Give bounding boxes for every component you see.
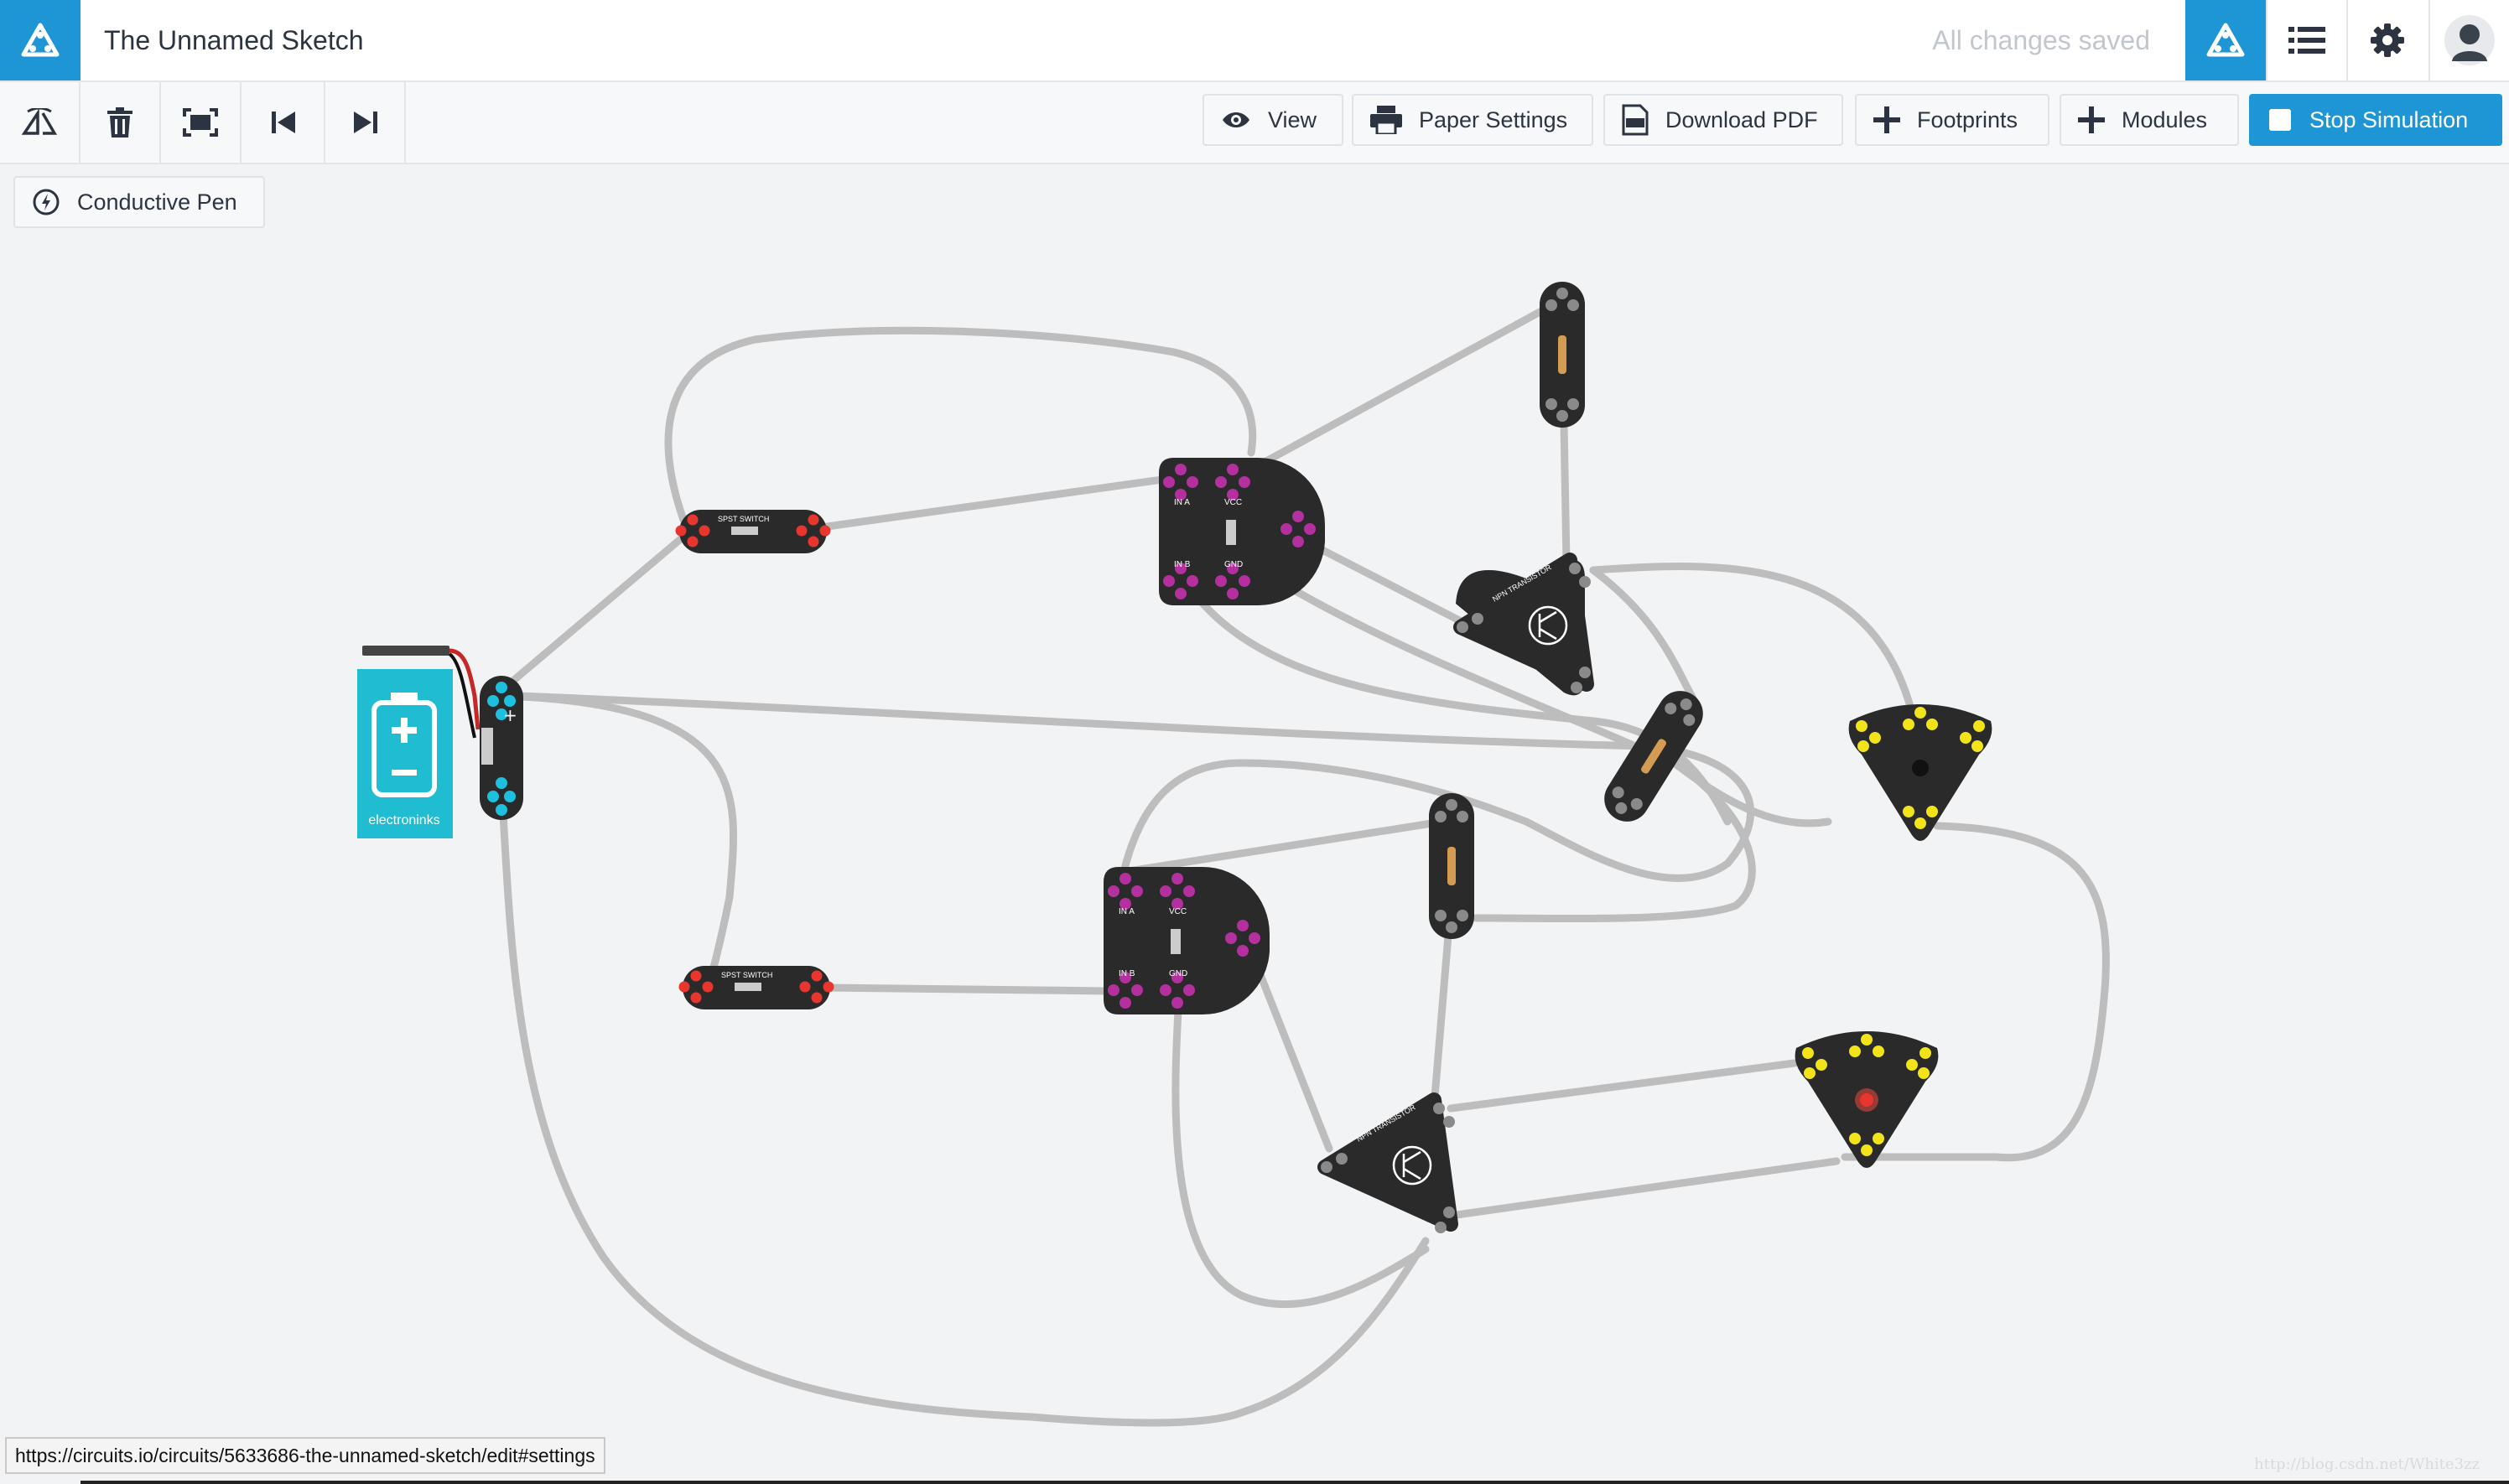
eye-icon <box>1223 112 1249 127</box>
npn-transistor-board-1[interactable]: NPN TRANSISTOR <box>1453 553 1594 696</box>
view-button[interactable]: View <box>1203 94 1343 146</box>
stop-icon <box>2269 109 2291 131</box>
npn-transistor-board-2[interactable]: NPN TRANSISTOR <box>1317 1092 1458 1233</box>
logic-gate-board-2[interactable]: IN A VCC IN B GND <box>1104 867 1270 1014</box>
gate-1-in-b: IN B <box>1174 560 1191 569</box>
trash-icon[interactable] <box>81 82 161 163</box>
gate-1-vcc: VCC <box>1224 498 1242 507</box>
switch-2-label: SPST SWITCH <box>721 971 772 979</box>
pen-drop-icon <box>33 189 60 215</box>
save-status: All changes saved <box>1932 25 2150 55</box>
watermark: http://blog.csdn.net/White3zz <box>2254 1455 2480 1473</box>
view-label: View <box>1268 106 1317 132</box>
gate-2-in-b: IN B <box>1119 969 1135 978</box>
modules-button[interactable]: Modules <box>2060 94 2239 146</box>
svg-text:+: + <box>503 705 517 725</box>
bottom-border <box>81 1481 2509 1484</box>
power-connector-board[interactable]: + <box>480 676 523 820</box>
led-board-2[interactable] <box>1795 1031 1939 1168</box>
conductive-pen-label: Conductive Pen <box>77 189 237 215</box>
gate-1-in-a: IN A <box>1174 498 1190 507</box>
gate-2-vcc: VCC <box>1169 907 1187 916</box>
download-pdf-button[interactable]: Download PDF <box>1603 94 1843 146</box>
skip-back-icon[interactable] <box>245 82 325 163</box>
circuits-icon[interactable] <box>2185 0 2266 80</box>
battery-brand: electroninks <box>368 813 439 828</box>
spst-switch-1[interactable]: SPST SWITCH <box>675 510 831 553</box>
conductive-pen-button[interactable]: Conductive Pen <box>13 176 265 228</box>
stop-simulation-label: Stop Simulation <box>2309 106 2469 132</box>
resistor-board-1[interactable] <box>1540 282 1585 428</box>
wire-traces[interactable] <box>499 306 2110 1427</box>
plus-icon <box>1873 106 1900 133</box>
list-icon[interactable] <box>2266 0 2346 80</box>
gate-1-gnd: GND <box>1224 560 1243 569</box>
paper-settings-button[interactable]: Paper Settings <box>1352 94 1593 146</box>
switch-1-label: SPST SWITCH <box>718 515 769 523</box>
paper-settings-label: Paper Settings <box>1419 106 1568 132</box>
gear-icon[interactable] <box>2346 0 2427 80</box>
stop-simulation-button[interactable]: Stop Simulation <box>2249 94 2502 146</box>
logic-gate-board-1[interactable]: IN A VCC IN B GND <box>1159 458 1325 605</box>
pdf-file-icon <box>1622 104 1649 136</box>
battery-icon <box>371 693 437 797</box>
fit-screen-icon[interactable] <box>161 82 242 163</box>
footprints-label: Footprints <box>1917 106 2018 132</box>
led-board-1[interactable] <box>1848 704 1992 841</box>
link-status-bar: https://circuits.io/circuits/5633686-the… <box>5 1437 605 1474</box>
app-header: The Unnamed Sketch All changes saved <box>0 0 2509 82</box>
battery-module[interactable]: electroninks <box>357 646 481 838</box>
modules-label: Modules <box>2122 106 2208 132</box>
circuits-logo-icon[interactable] <box>0 0 81 80</box>
skip-forward-icon[interactable] <box>325 82 406 163</box>
resistor-board-3[interactable] <box>1596 682 1712 830</box>
circuit-canvas[interactable]: electroninks + SPST SWITCH SPST SWITCH <box>0 164 2509 1484</box>
gate-2-in-a: IN A <box>1119 907 1135 916</box>
resistor-board-2[interactable] <box>1429 793 1474 939</box>
plus-icon <box>2078 106 2105 133</box>
spst-switch-2[interactable]: SPST SWITCH <box>678 966 834 1009</box>
download-pdf-label: Download PDF <box>1665 106 1818 132</box>
printer-icon <box>1370 106 1402 134</box>
sketch-title[interactable]: The Unnamed Sketch <box>104 25 364 55</box>
gate-2-gnd: GND <box>1169 969 1187 978</box>
toolbar: View Paper Settings Download PDF Footpri… <box>0 82 2509 164</box>
flip-icon[interactable] <box>0 82 81 163</box>
user-avatar-icon[interactable] <box>2428 0 2509 80</box>
footprints-button[interactable]: Footprints <box>1855 94 2049 146</box>
